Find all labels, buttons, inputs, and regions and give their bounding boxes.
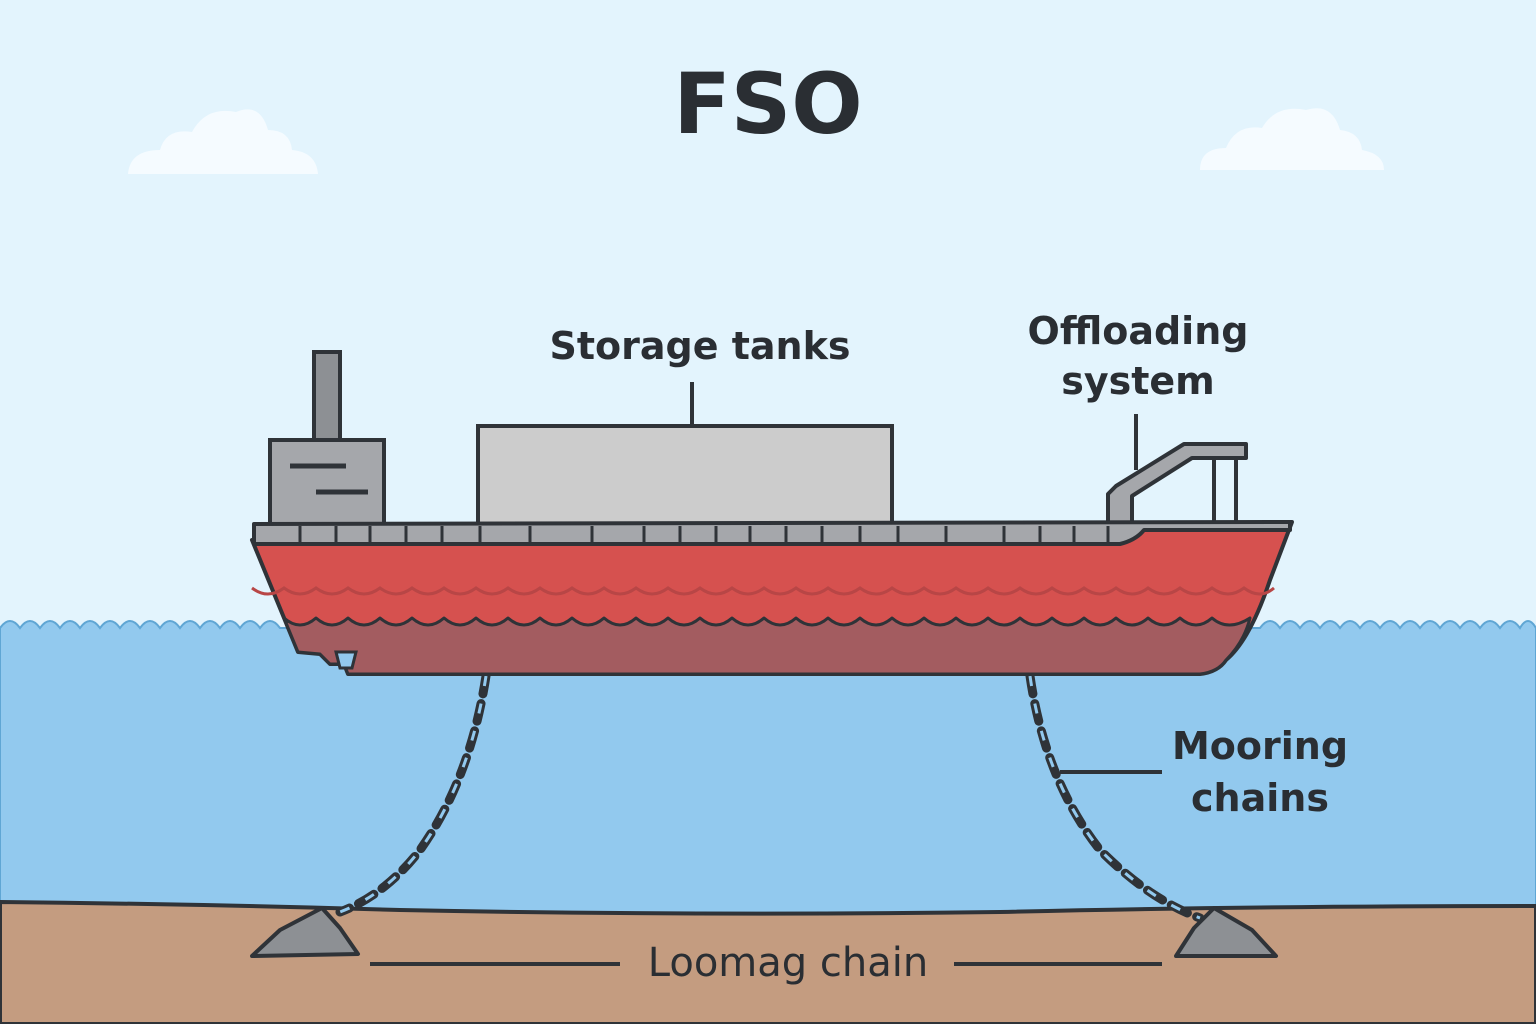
label-mooring-line2: chains	[1191, 776, 1329, 820]
ship-deck	[252, 520, 1292, 546]
mooring-chain-right	[1025, 671, 1205, 923]
label-mooring-line1: Mooring	[1171, 724, 1349, 768]
label-offloading-line1: Offloading	[1027, 309, 1249, 353]
ship-icon	[250, 350, 1294, 676]
label-seabed-chain: Loomag chain	[647, 940, 929, 986]
storage-tank-block	[476, 424, 894, 526]
label-storage-tanks: Storage tanks	[549, 324, 851, 368]
diagram-title: FSO	[673, 55, 863, 153]
cloud-icon	[128, 109, 318, 174]
offloading-arm	[1106, 442, 1248, 526]
cloud-icon	[1200, 108, 1384, 170]
ship-hull-submerged	[282, 616, 1252, 676]
anchor-icon	[1174, 906, 1278, 958]
seabed	[0, 899, 1536, 1024]
label-mooring-chains: Mooring chains	[1150, 720, 1370, 824]
label-offloading-system: Offloading system	[990, 306, 1286, 406]
label-offloading-line2: system	[1061, 359, 1215, 403]
anchor-icon	[250, 906, 360, 958]
mooring-chain-left	[335, 671, 491, 917]
